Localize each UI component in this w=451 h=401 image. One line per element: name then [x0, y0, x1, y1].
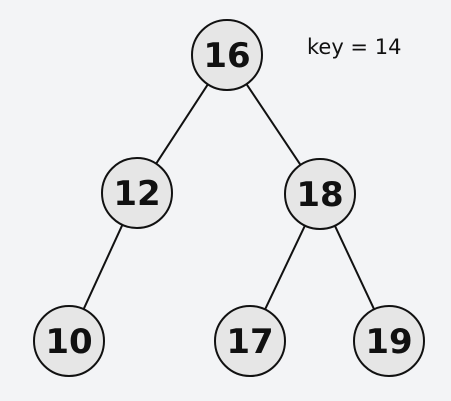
search-key-label: key = 14	[307, 35, 401, 59]
tree-node-10: 10	[33, 305, 105, 377]
node-value-label: 10	[45, 322, 92, 362]
edge-n18-n19	[333, 225, 376, 310]
node-circle	[191, 19, 263, 91]
tree-node-16: 16	[191, 19, 263, 91]
tree-node-12: 12	[101, 157, 173, 229]
node-circle	[33, 305, 105, 377]
node-circle	[214, 305, 286, 377]
tree-nodes: 16 12 18 10 17 19	[33, 19, 425, 377]
tree-node-18: 18	[284, 158, 356, 230]
tree-node-19: 19	[353, 305, 425, 377]
node-circle	[101, 157, 173, 229]
edge-n18-n17	[264, 225, 306, 310]
edge-n16-n12	[155, 83, 209, 165]
tree-node-17: 17	[214, 305, 286, 377]
node-value-label: 17	[226, 322, 273, 362]
node-circle	[353, 305, 425, 377]
node-value-label: 19	[365, 322, 412, 362]
tree-edges	[82, 83, 376, 310]
node-value-label: 18	[296, 175, 343, 215]
node-value-label: 12	[113, 174, 160, 214]
edge-n16-n18	[245, 83, 302, 166]
node-circle	[284, 158, 356, 230]
edge-n12-n10	[82, 224, 124, 310]
node-value-label: 16	[203, 36, 250, 76]
